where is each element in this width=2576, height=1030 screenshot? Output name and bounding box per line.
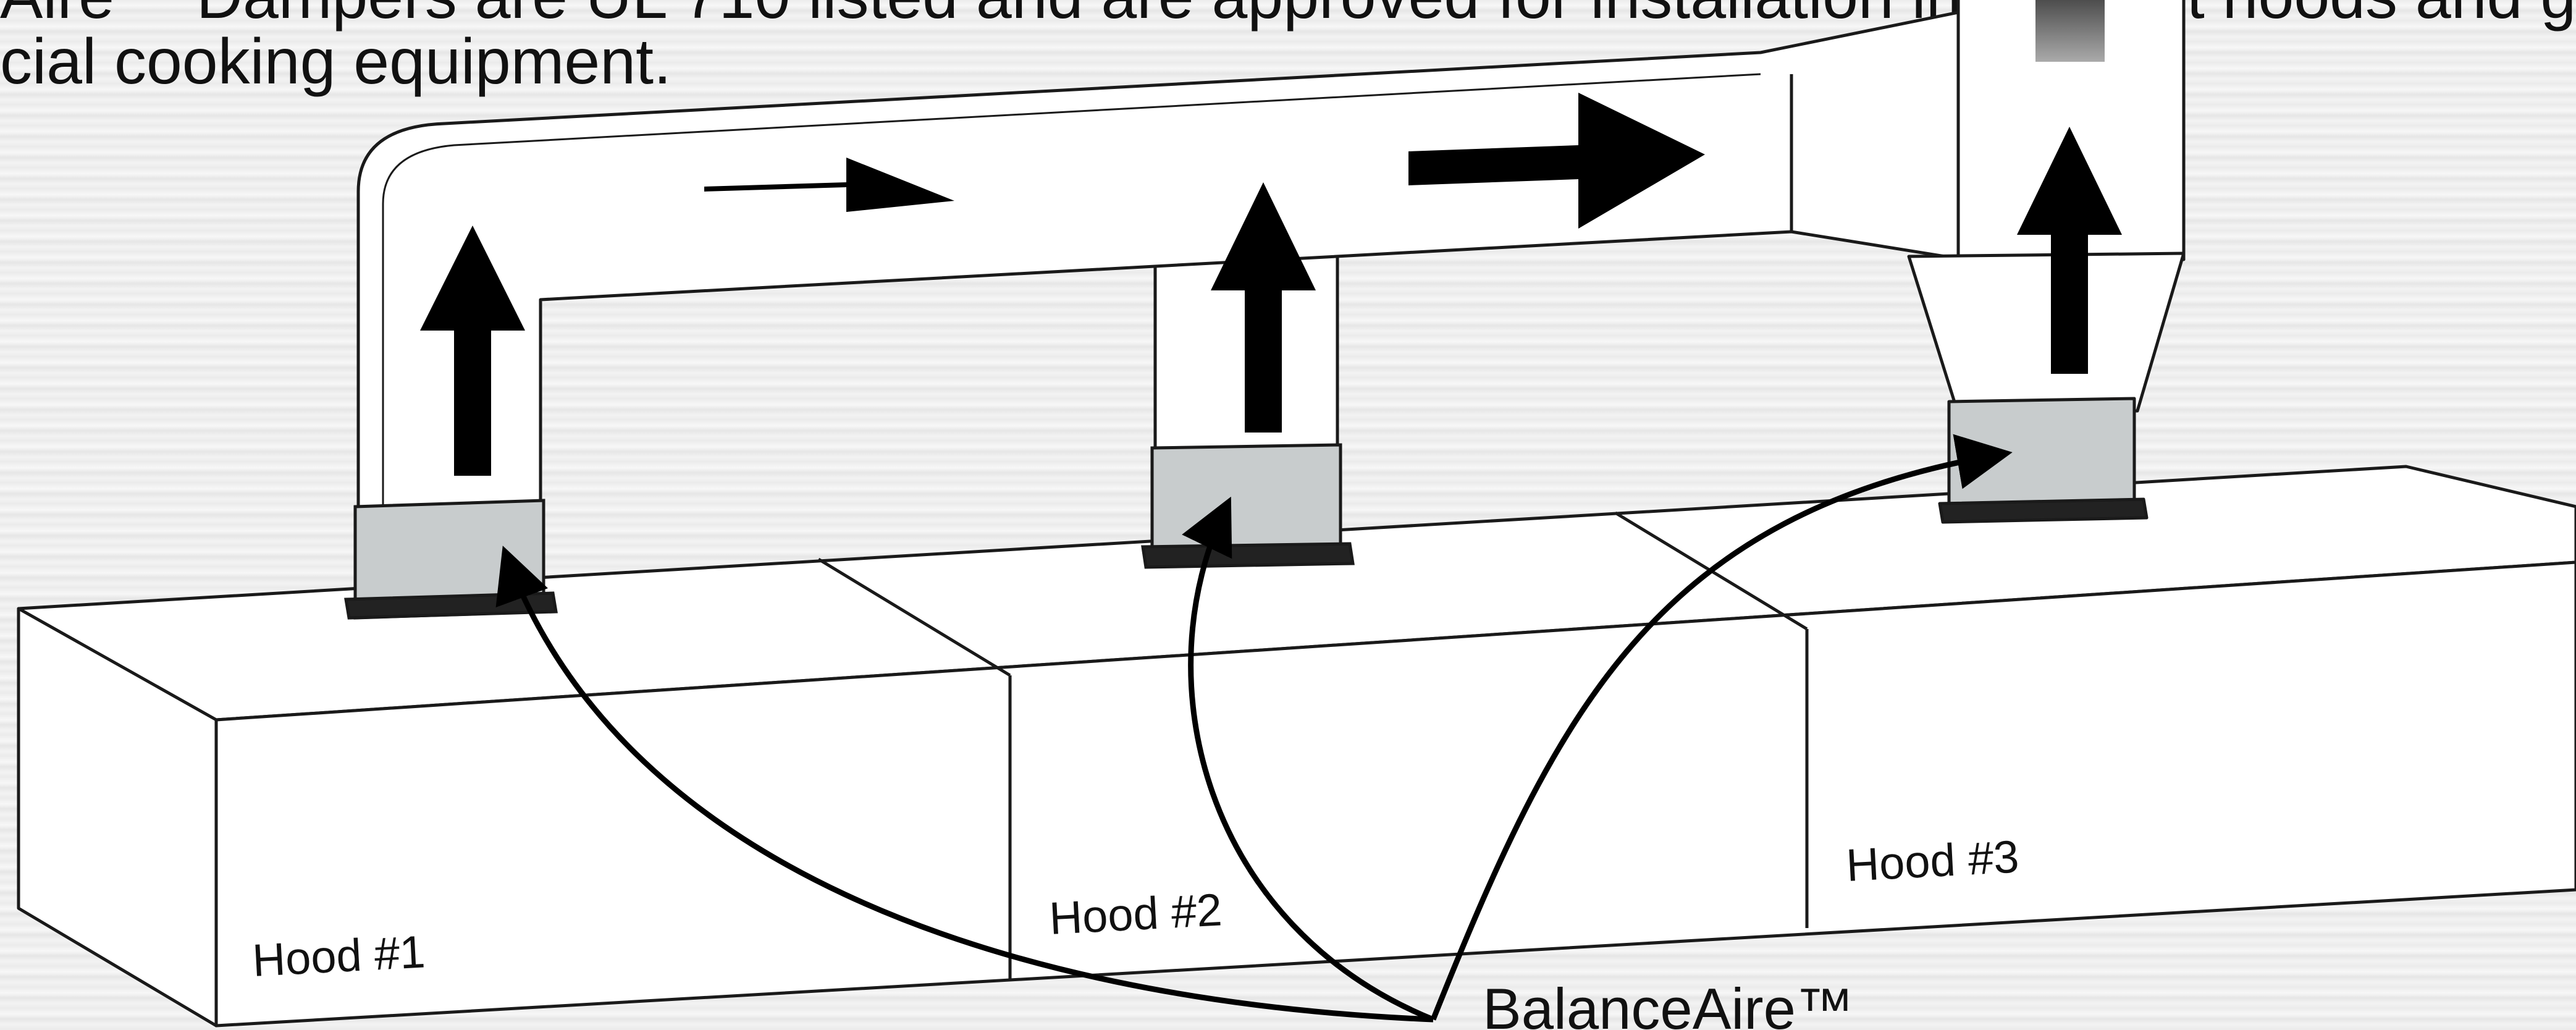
airflow-arrows	[420, 93, 2122, 476]
hood-box	[17, 465, 2576, 1028]
hood-front-face	[214, 560, 2576, 1028]
callout-arrow-icon	[1430, 434, 2013, 1021]
flange-2	[1141, 542, 1355, 569]
stack-reducer	[1907, 251, 2186, 416]
callout-arrows	[495, 434, 2013, 1023]
airflow-arrow-icon	[2017, 127, 2122, 374]
airflow-arrow-icon	[1211, 182, 1316, 433]
airflow-arrow-icon	[1408, 93, 1705, 229]
hood-1-label: Hood #1	[251, 926, 426, 986]
callout-arrow-icon	[495, 546, 1434, 1023]
hood-divider-top-1	[817, 557, 1011, 677]
hood-2-label: Hood #2	[1048, 884, 1223, 944]
balanceaire-label: BalanceAire™	[1483, 976, 1854, 1030]
caption-line-2: cial cooking equipment.	[0, 26, 671, 98]
flange-3	[1938, 497, 2149, 524]
stack-cap	[2035, 0, 2105, 62]
hood-3-label: Hood #3	[1845, 830, 2020, 891]
elbow-inner-line	[382, 73, 1761, 507]
airflow-arrow-icon	[704, 158, 954, 212]
airflow-arrow-icon	[420, 226, 525, 476]
callout-arrow-icon	[1182, 496, 1434, 1023]
